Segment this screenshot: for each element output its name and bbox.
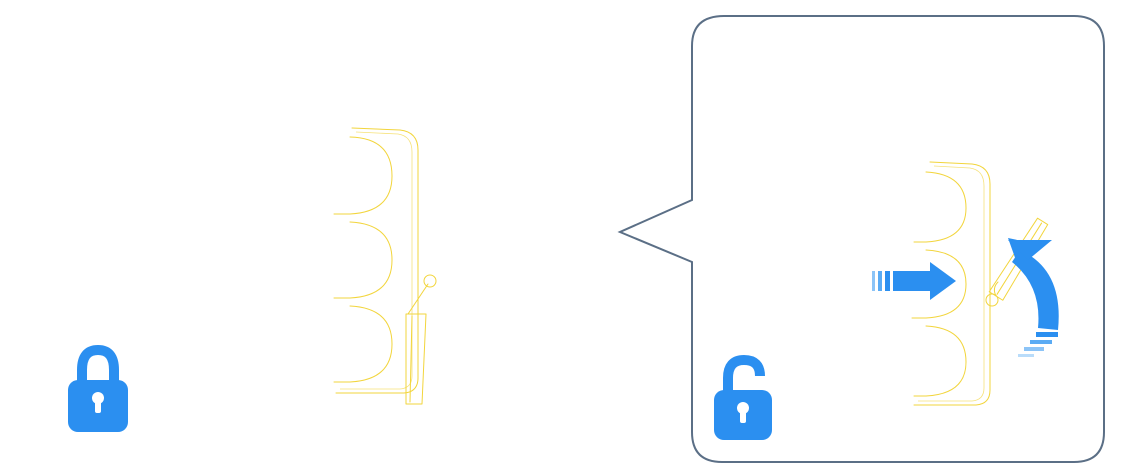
curved-arrow-up-icon xyxy=(1008,238,1059,357)
callout-box xyxy=(617,15,1105,463)
padlock-open-icon xyxy=(714,354,772,440)
arrow-right-icon xyxy=(872,262,956,300)
padlock-closed-icon xyxy=(68,344,128,432)
locked-bracket-illustration xyxy=(333,127,437,405)
